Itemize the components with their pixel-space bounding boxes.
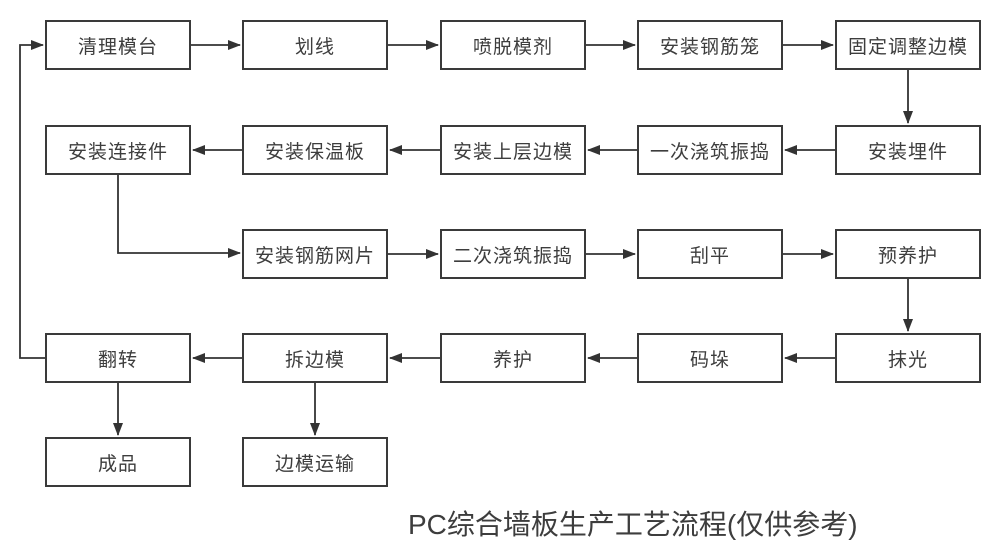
flow-node-flip: 翻转: [45, 333, 191, 383]
flow-node-pre-curing: 预养护: [835, 229, 981, 279]
flow-node-install-rebar-cage: 安装钢筋笼: [637, 20, 783, 70]
flow-node-install-upper-side-forms: 安装上层边模: [440, 125, 586, 175]
arrow-flip-loop-to-clean: [19, 40, 45, 359]
flow-node-troweling: 抹光: [835, 333, 981, 383]
diagram-title: PC综合墙板生产工艺流程(仅供参考): [408, 509, 858, 540]
arrow-connectors-to-mesh: [117, 175, 241, 258]
flow-node-side-form-transport: 边模运输: [242, 437, 388, 487]
flow-node-finished-product: 成品: [45, 437, 191, 487]
flow-node-install-connectors: 安装连接件: [45, 125, 191, 175]
flow-node-fix-adjust-side-forms: 固定调整边模: [835, 20, 981, 70]
flow-node-install-rebar-mesh: 安装钢筋网片: [242, 229, 388, 279]
flow-node-clean-mold-table: 清理模台: [45, 20, 191, 70]
flow-node-first-pour-vibrate: 一次浇筑振捣: [637, 125, 783, 175]
flow-node-screed: 刮平: [637, 229, 783, 279]
flow-node-install-insulation-board: 安装保温板: [242, 125, 388, 175]
flow-node-install-embedded-parts: 安装埋件: [835, 125, 981, 175]
flow-node-remove-side-forms: 拆边模: [242, 333, 388, 383]
flow-node-scribing: 划线: [242, 20, 388, 70]
flow-node-spray-release-agent: 喷脱模剂: [440, 20, 586, 70]
flow-node-second-pour-vibrate: 二次浇筑振捣: [440, 229, 586, 279]
flow-node-curing: 养护: [440, 333, 586, 383]
flow-node-stacking: 码垛: [637, 333, 783, 383]
